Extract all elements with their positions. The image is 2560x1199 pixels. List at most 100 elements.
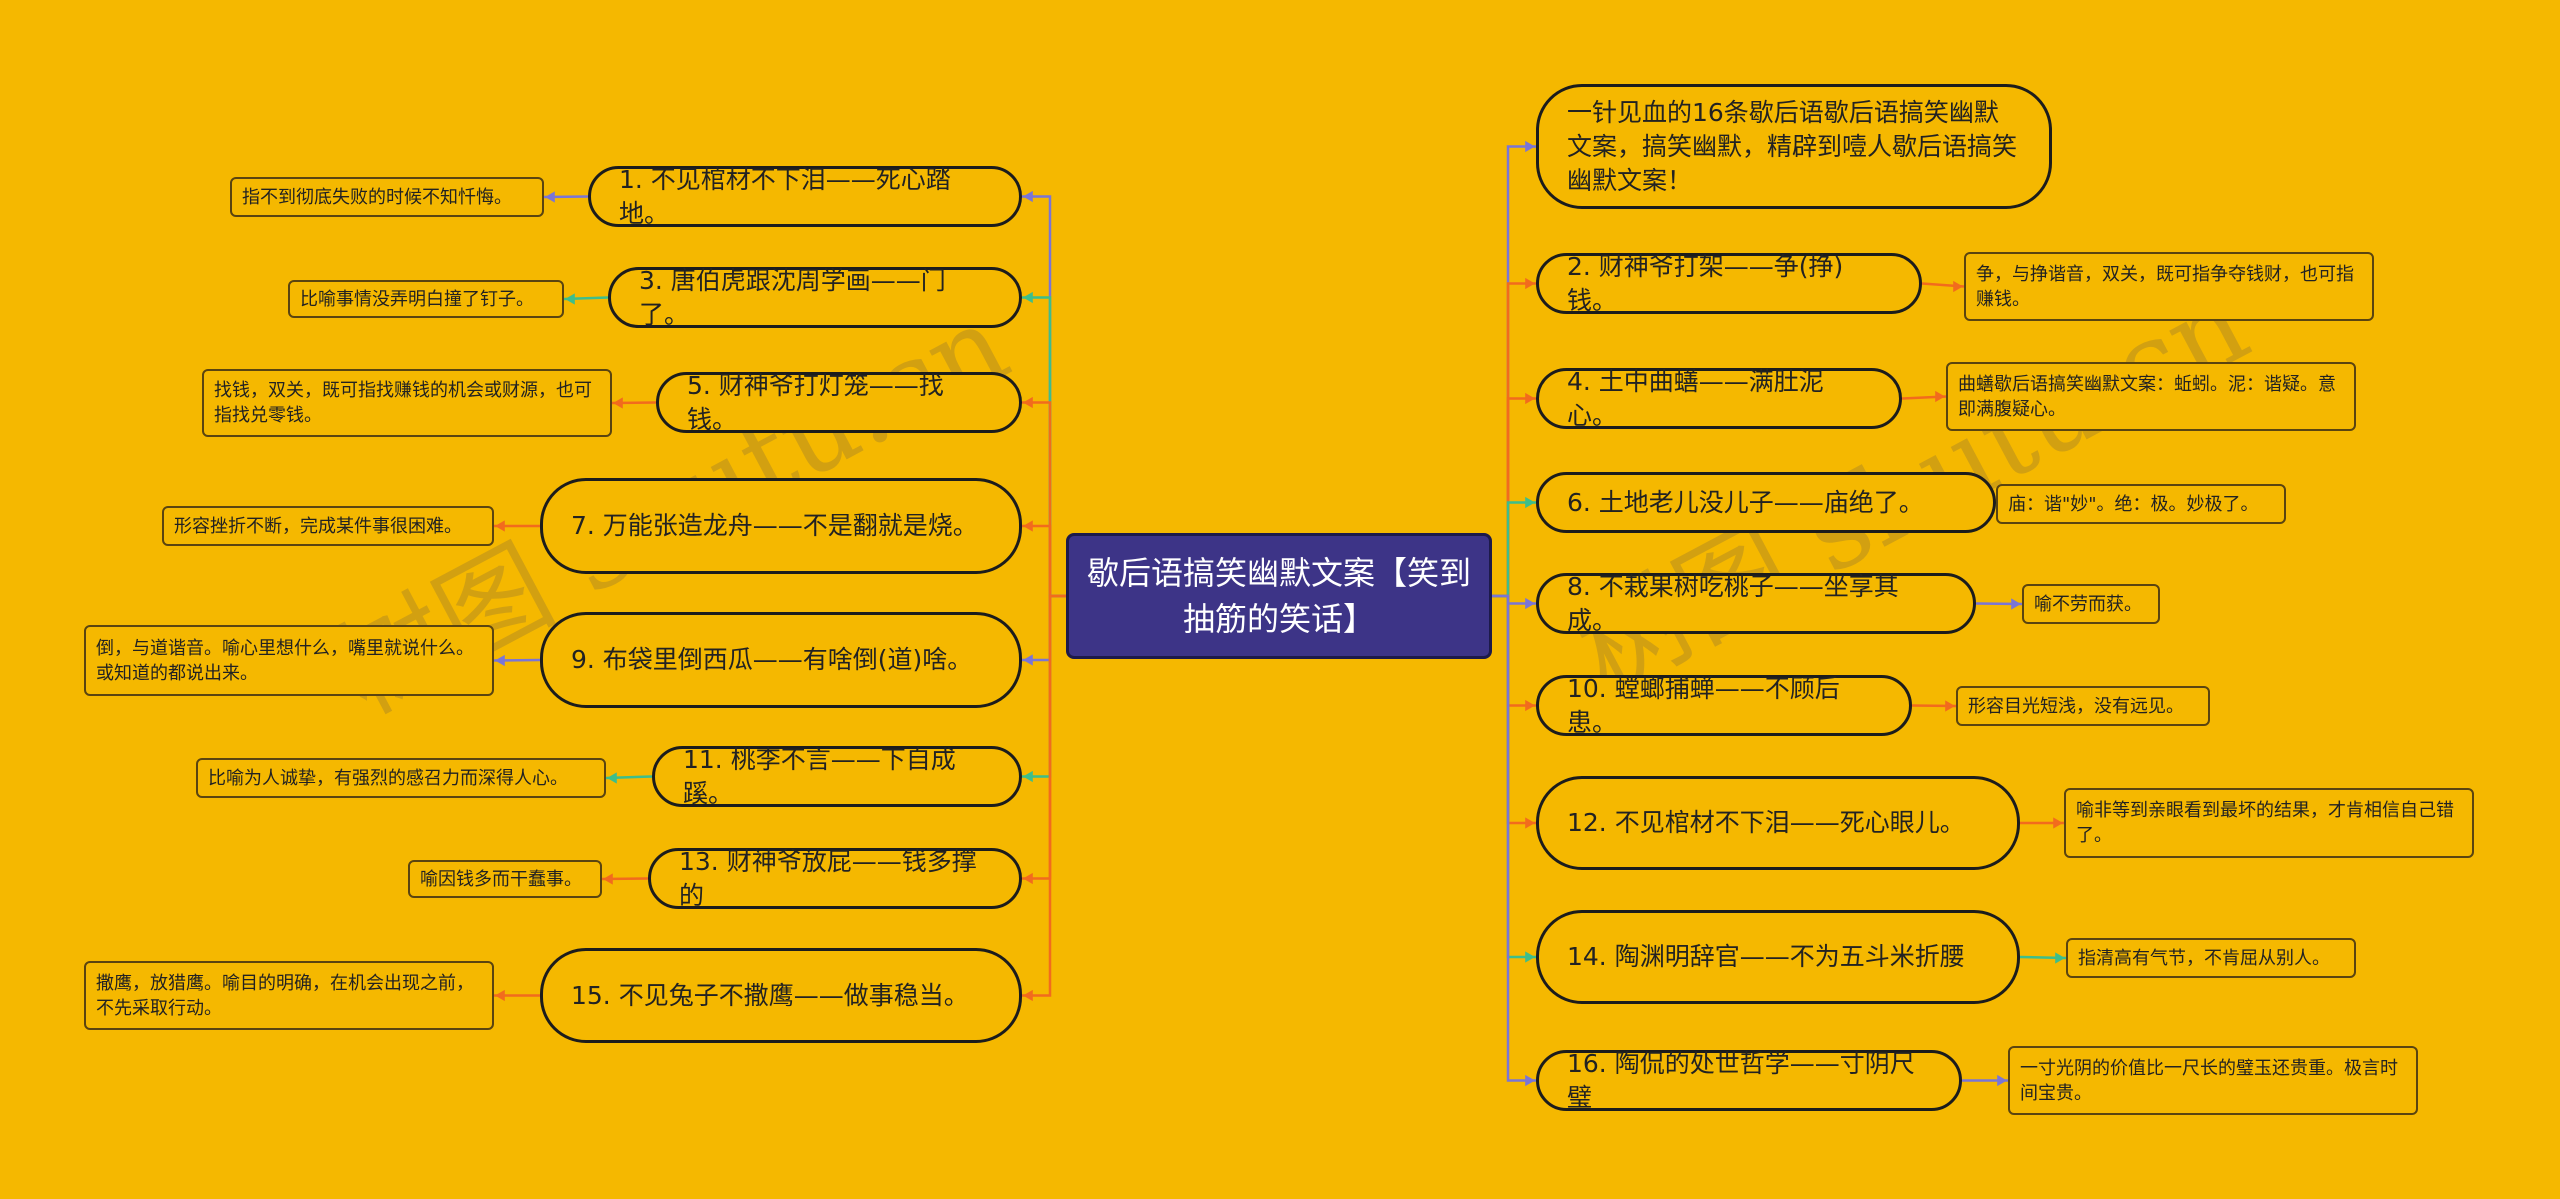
branch-arrow-right-8	[1525, 1074, 1535, 1087]
branch-line-right-0	[1492, 145, 1536, 598]
note-left-2-text: 找钱，双关，既可指找赚钱的机会或财源，也可指找兑零钱。	[214, 380, 592, 426]
note-right-1-text: 争，与挣谐音，双关，既可指争夺钱财，也可指赚钱。	[1976, 263, 2354, 310]
note-arrow-right-8	[1997, 1074, 2007, 1087]
branch-left-5[interactable]: 11. 桃李不言——下自成蹊。	[652, 745, 1022, 808]
note-left-0[interactable]: 指不到彻底失败的时候不知忏悔。	[230, 177, 544, 217]
note-arrow-right-7	[2055, 952, 2065, 964]
branch-left-7-text: 15. 不见兔子不撒鹰——做事稳当。	[571, 980, 969, 1010]
branch-right-2[interactable]: 4. 土中曲蟮——满肚泥心。	[1536, 367, 1902, 430]
note-left-2[interactable]: 找钱，双关，既可指找赚钱的机会或财源，也可指找兑零钱。	[202, 369, 612, 437]
branch-line-right-2	[1492, 397, 1536, 598]
branch-line-right-6	[1492, 594, 1536, 825]
note-arrow-right-5	[1945, 700, 1955, 712]
central-topic[interactable]: 歇后语搞笑幽默文案【笑到抽筋的笑话】	[1066, 533, 1492, 659]
branch-right-1-text: 2. 财神爷打架——争(挣)钱。	[1567, 251, 1844, 315]
branch-arrow-right-3	[1525, 496, 1535, 509]
branch-line-left-5	[1022, 594, 1066, 778]
note-left-7-text: 撒鹰，放猎鹰。喻目的明确，在机会出现之前，不先采取行动。	[96, 972, 474, 1019]
note-right-5-text: 形容目光短浅，没有远见。	[1968, 695, 2184, 717]
branch-right-4[interactable]: 8. 不栽果树吃桃子——坐享其成。	[1536, 572, 1976, 635]
branch-arrow-left-2	[1023, 396, 1033, 409]
branch-arrow-right-4	[1525, 597, 1535, 610]
branch-arrow-left-4	[1023, 654, 1033, 666]
branch-right-5[interactable]: 10. 螳螂捕蝉——不顾后患。	[1536, 674, 1912, 737]
note-left-1-text: 比喻事情没弄明白撞了钉子。	[300, 288, 534, 310]
note-left-5-text: 比喻为人诚挚，有强烈的感召力而深得人心。	[208, 767, 568, 789]
branch-line-left-6	[1022, 594, 1066, 880]
branch-left-2[interactable]: 5. 财神爷打灯笼——找钱。	[656, 371, 1022, 434]
note-arrow-left-2	[613, 397, 623, 409]
branch-arrow-right-1	[1525, 277, 1535, 290]
branch-left-6[interactable]: 13. 财神爷放屁——钱多撑的	[648, 847, 1022, 910]
note-right-2-text: 曲蟮歇后语搞笑幽默文案：蚯蚓。泥：谐疑。意即满腹疑心。	[1958, 373, 2336, 420]
note-arrow-right-1	[1953, 280, 1963, 293]
branch-line-right-7	[1492, 594, 1536, 959]
note-arrow-left-6	[603, 873, 613, 885]
branch-line-left-2	[1022, 401, 1066, 598]
branch-left-2-text: 5. 财神爷打灯笼——找钱。	[687, 370, 944, 434]
branch-right-4-text: 8. 不栽果树吃桃子——坐享其成。	[1567, 571, 1899, 635]
branch-right-3[interactable]: 6. 土地老儿没儿子——庙绝了。	[1536, 472, 1996, 533]
branch-right-0[interactable]: 一针见血的16条歇后语歇后语搞笑幽默文案，搞笑幽默，精辟到噎人歇后语搞笑幽默文案…	[1536, 84, 2052, 209]
branch-line-right-8	[1492, 594, 1536, 1082]
note-left-6[interactable]: 喻因钱多而干蠢事。	[408, 860, 602, 898]
note-right-6[interactable]: 喻非等到亲眼看到最坏的结果，才肯相信自己错了。	[2064, 788, 2474, 858]
branch-arrow-right-5	[1525, 699, 1535, 712]
note-right-5[interactable]: 形容目光短浅，没有远见。	[1956, 686, 2210, 726]
note-left-7[interactable]: 撒鹰，放猎鹰。喻目的明确，在机会出现之前，不先采取行动。	[84, 961, 494, 1030]
branch-line-left-3	[1022, 524, 1066, 598]
branch-left-7[interactable]: 15. 不见兔子不撒鹰——做事稳当。	[540, 948, 1022, 1043]
branch-arrow-left-5	[1023, 770, 1033, 783]
note-arrow-right-4	[2011, 598, 2021, 610]
note-left-0-text: 指不到彻底失败的时候不知忏悔。	[242, 186, 512, 208]
branch-left-3-text: 7. 万能张造龙舟——不是翻就是烧。	[571, 511, 978, 540]
branch-arrow-left-0	[1023, 190, 1033, 203]
branch-arrow-left-6	[1023, 872, 1033, 885]
note-left-4[interactable]: 倒，与道谐音。喻心里想什么，嘴里就说什么。或知道的都说出来。	[84, 625, 494, 696]
note-arrow-left-5	[607, 772, 617, 784]
branch-line-right-5	[1492, 594, 1536, 707]
note-right-6-text: 喻非等到亲眼看到最坏的结果，才肯相信自己错了。	[2076, 800, 2454, 846]
branch-arrow-left-3	[1023, 520, 1033, 532]
branch-left-0-text: 1. 不见棺材不下泪——死心踏地。	[619, 164, 951, 228]
note-left-1[interactable]: 比喻事情没弄明白撞了钉子。	[288, 280, 564, 318]
branch-line-left-0	[1022, 195, 1066, 598]
note-arrow-left-7	[495, 989, 505, 1002]
note-right-3[interactable]: 庙：谐"妙"。绝：极。妙极了。	[1996, 484, 2286, 524]
note-left-6-text: 喻因钱多而干蠢事。	[420, 868, 582, 890]
branch-line-left-4	[1022, 594, 1066, 662]
note-right-7[interactable]: 指清高有气节，不肯屈从别人。	[2066, 938, 2356, 978]
note-right-1[interactable]: 争，与挣谐音，双关，既可指争夺钱财，也可指赚钱。	[1964, 252, 2374, 321]
branch-arrow-right-6	[1525, 817, 1535, 829]
note-left-4-text: 倒，与道谐音。喻心里想什么，嘴里就说什么。或知道的都说出来。	[96, 637, 474, 684]
branch-right-3-text: 6. 土地老儿没儿子——庙绝了。	[1567, 487, 1924, 517]
note-right-2[interactable]: 曲蟮歇后语搞笑幽默文案：蚯蚓。泥：谐疑。意即满腹疑心。	[1946, 362, 2356, 431]
note-right-8[interactable]: 一寸光阴的价值比一尺长的璧玉还贵重。极言时间宝贵。	[2008, 1046, 2418, 1115]
note-right-4[interactable]: 喻不劳而获。	[2022, 584, 2160, 624]
branch-arrow-left-1	[1023, 291, 1033, 304]
branch-left-6-text: 13. 财神爷放屁——钱多撑的	[679, 846, 977, 910]
branch-left-4-text: 9. 布袋里倒西瓜——有啥倒(道)啥。	[571, 645, 973, 674]
branch-right-7[interactable]: 14. 陶渊明辞官——不为五斗米折腰	[1536, 910, 2020, 1004]
branch-right-8-text: 16. 陶侃的处世哲学——寸阴尺璧	[1567, 1048, 1915, 1112]
note-right-8-text: 一寸光阴的价值比一尺长的璧玉还贵重。极言时间宝贵。	[2020, 1057, 2398, 1104]
note-left-3[interactable]: 形容挫折不断，完成某件事很困难。	[162, 506, 494, 546]
branch-left-0[interactable]: 1. 不见棺材不下泪——死心踏地。	[588, 165, 1022, 228]
note-left-5[interactable]: 比喻为人诚挚，有强烈的感召力而深得人心。	[196, 758, 606, 798]
branch-right-8[interactable]: 16. 陶侃的处世哲学——寸阴尺璧	[1536, 1049, 1962, 1112]
branch-right-6[interactable]: 12. 不见棺材不下泪——死心眼儿。	[1536, 776, 2020, 870]
branch-left-4[interactable]: 9. 布袋里倒西瓜——有啥倒(道)啥。	[540, 612, 1022, 708]
branch-right-1[interactable]: 2. 财神爷打架——争(挣)钱。	[1536, 252, 1922, 315]
note-arrow-left-1	[565, 293, 575, 305]
note-arrow-left-3	[495, 520, 505, 532]
branch-left-1[interactable]: 3. 唐伯虎跟沈周学画——门了。	[608, 266, 1022, 329]
branch-right-6-text: 12. 不见棺材不下泪——死心眼儿。	[1567, 808, 1965, 837]
note-right-4-text: 喻不劳而获。	[2034, 593, 2142, 615]
branch-left-1-text: 3. 唐伯虎跟沈周学画——门了。	[639, 265, 946, 329]
note-arrow-right-2	[1935, 390, 1945, 403]
branch-arrow-left-7	[1023, 989, 1033, 1002]
branch-left-3[interactable]: 7. 万能张造龙舟——不是翻就是烧。	[540, 478, 1022, 574]
branch-line-left-7	[1022, 594, 1066, 997]
branch-line-right-1	[1492, 282, 1536, 598]
